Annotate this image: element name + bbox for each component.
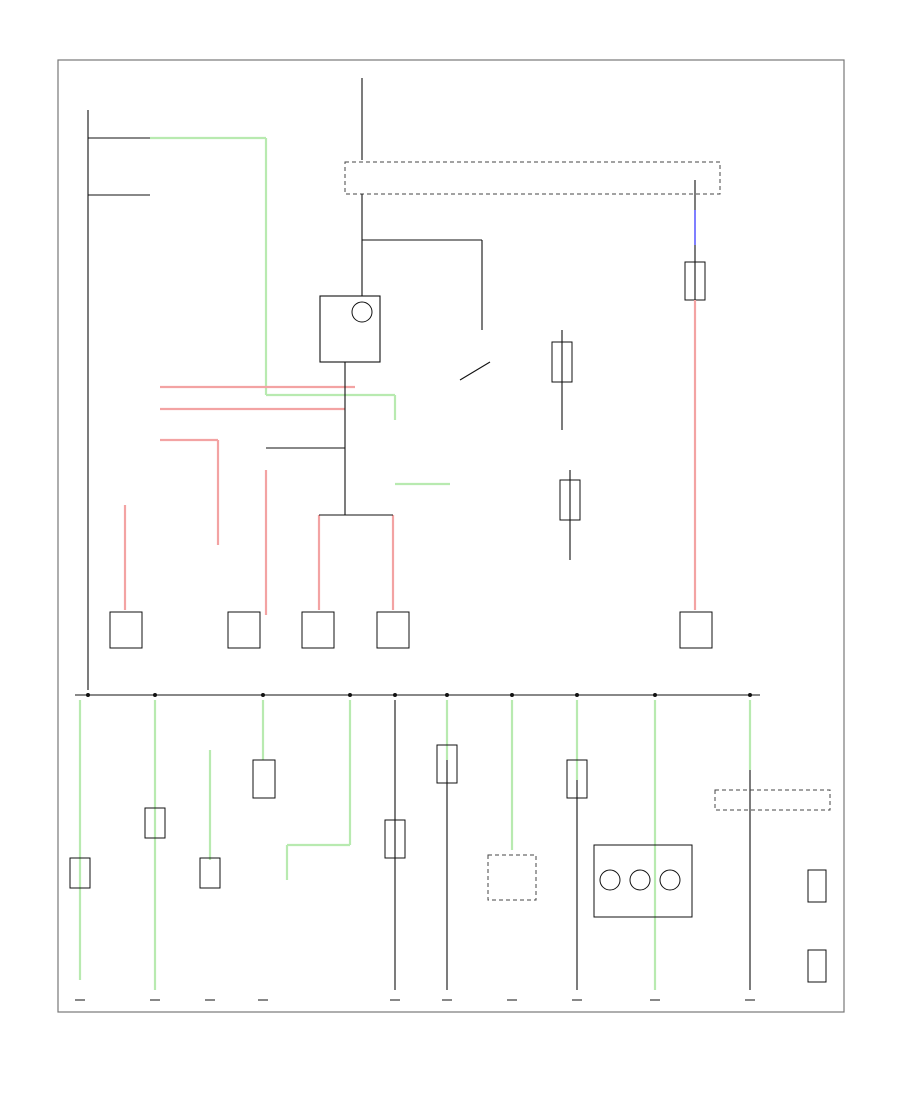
- diagram-frame: [57, 59, 845, 1013]
- lower-branches: [78, 700, 752, 990]
- left-feed: [87, 110, 397, 690]
- top-power-section: [319, 78, 721, 363]
- lower-components: [69, 744, 831, 983]
- switch-row: [109, 611, 713, 649]
- red-wires: [123, 300, 697, 615]
- control-wiring: [266, 330, 581, 560]
- ground-bus: [75, 693, 760, 697]
